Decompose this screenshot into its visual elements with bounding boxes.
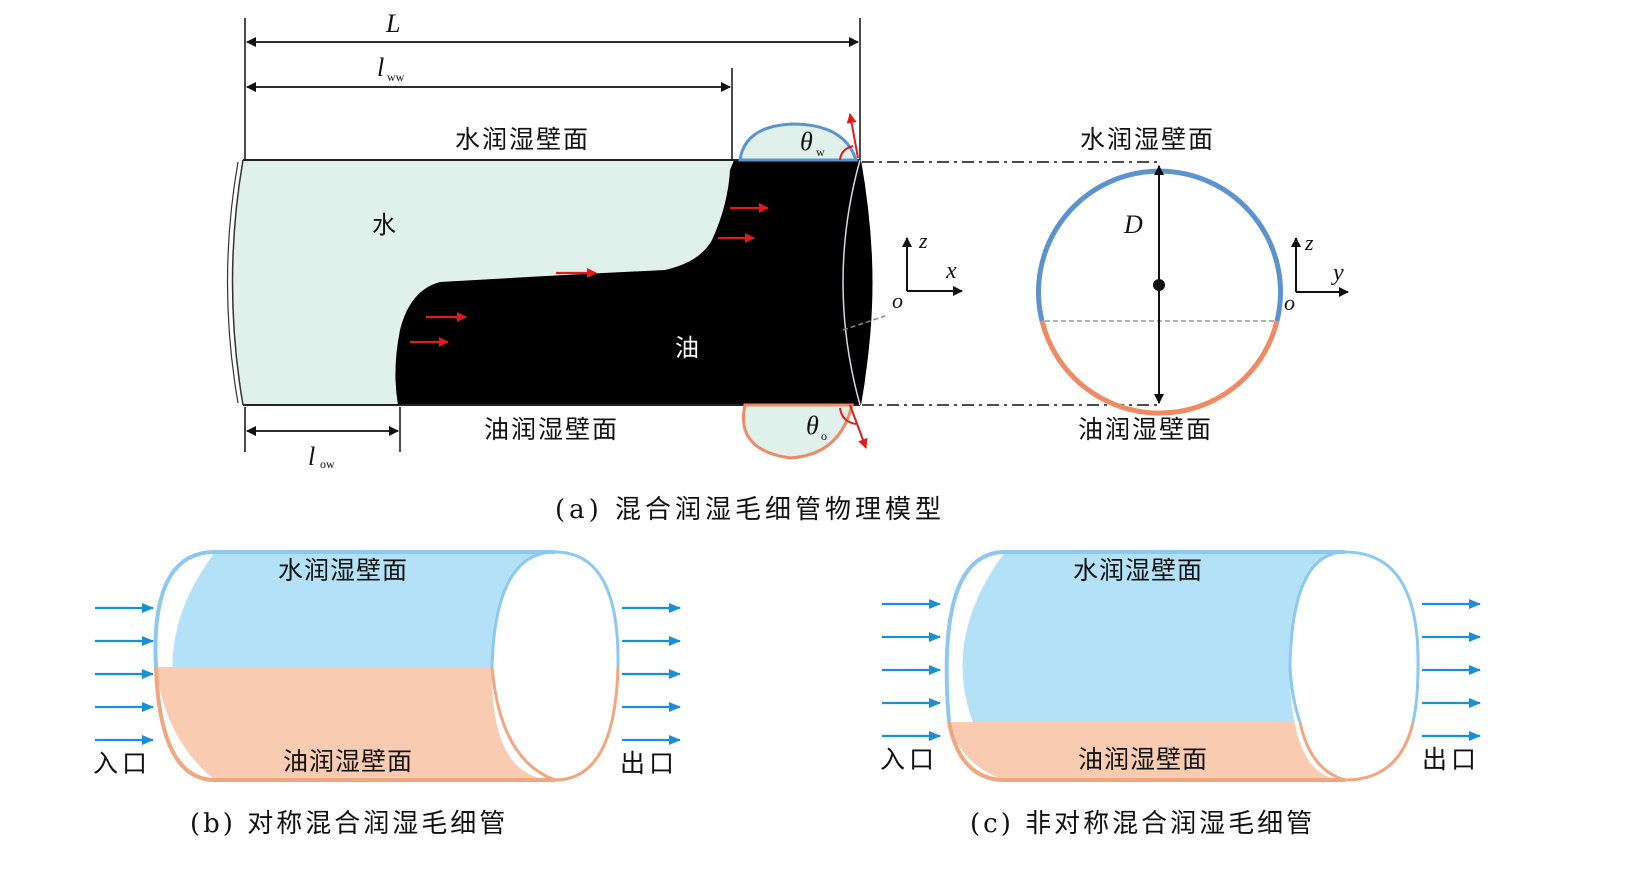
- center-point: [1153, 279, 1165, 291]
- label-lww: l: [377, 53, 384, 82]
- water-label: 水: [372, 211, 396, 239]
- axis-o-label: o: [892, 288, 903, 313]
- caption-c: (c) 非对称混合润湿毛细管: [970, 809, 1315, 839]
- axes-xz: z x o: [892, 228, 963, 313]
- caption-b: (b) 对称混合润湿毛细管: [190, 809, 508, 839]
- oil-wet-arc: [1039, 320, 1280, 416]
- inlet-label-c: 入口: [880, 745, 938, 774]
- cross-section-bottom-label: 油润湿壁面: [1078, 415, 1213, 444]
- label-lww-sub: ww: [387, 70, 405, 84]
- oil-droplet-contact-angle: θ o: [742, 403, 868, 460]
- capillary-tube-3d: [226, 159, 886, 406]
- tube-c-top-label: 水润湿壁面: [1073, 556, 1203, 585]
- panel-b: 水润湿壁面 油润湿壁面 入口 出口 (b) 对称混合润湿毛细管: [93, 550, 681, 839]
- water-droplet-contact-angle: θ w: [738, 113, 859, 162]
- outlet-arrows-b: [622, 603, 681, 745]
- label-low: l: [308, 442, 315, 471]
- tube-c-bottom-label: 油润湿壁面: [1078, 745, 1208, 774]
- label-low-sub: ow: [320, 457, 335, 471]
- cross-section-top-label: 水润湿壁面: [1080, 125, 1215, 154]
- outlet-arrows-c: [1422, 599, 1481, 741]
- cross-section: 水润湿壁面 D 油润湿壁面 z y o: [1036, 125, 1349, 444]
- tube-b-oil-region: [156, 667, 555, 780]
- axis-y-label: y: [1331, 260, 1344, 286]
- tube-b-bottom-label: 油润湿壁面: [283, 747, 413, 776]
- axis-z-label: z: [918, 228, 928, 253]
- flow-arrows: [410, 203, 769, 347]
- axis-z-label-2: z: [1304, 230, 1314, 255]
- inlet-arrows-c: [882, 599, 941, 741]
- axis-o-label-2: o: [1284, 290, 1295, 315]
- outlet-label-c: 出口: [1422, 745, 1480, 774]
- theta-o: θ: [806, 411, 819, 440]
- top-wall-label: 水润湿壁面: [455, 125, 590, 154]
- outlet-label-b: 出口: [620, 749, 678, 778]
- tube-b-opening: [491, 552, 619, 780]
- bottom-wall-label: 油润湿壁面: [484, 415, 619, 444]
- inlet-arrows-b: [95, 603, 154, 745]
- oil-label: 油: [675, 334, 699, 362]
- axis-x-label: x: [945, 258, 957, 284]
- theta-w-sub: w: [816, 145, 825, 159]
- panel-a: L l ww 水润湿壁面 水 油: [226, 9, 1349, 525]
- oil-region: [395, 160, 873, 405]
- label-D: D: [1123, 210, 1143, 239]
- caption-a: (a) 混合润湿毛细管物理模型: [555, 495, 945, 525]
- label-L: L: [385, 9, 400, 38]
- theta-w: θ: [800, 127, 813, 156]
- inlet-label-b: 入口: [93, 749, 151, 778]
- dimension-L: L: [244, 9, 861, 160]
- panel-c: 水润湿壁面 油润湿壁面 入口 出口 (c) 非对称混合润湿毛细管: [880, 550, 1481, 839]
- dimension-lww: l ww: [246, 53, 733, 160]
- tube-c-oil-region: [949, 722, 1345, 780]
- theta-o-sub: o: [821, 429, 827, 443]
- tube-c-opening: [1290, 552, 1419, 780]
- dimension-low: l ow: [244, 407, 401, 471]
- tube-b-top-label: 水润湿壁面: [278, 556, 408, 585]
